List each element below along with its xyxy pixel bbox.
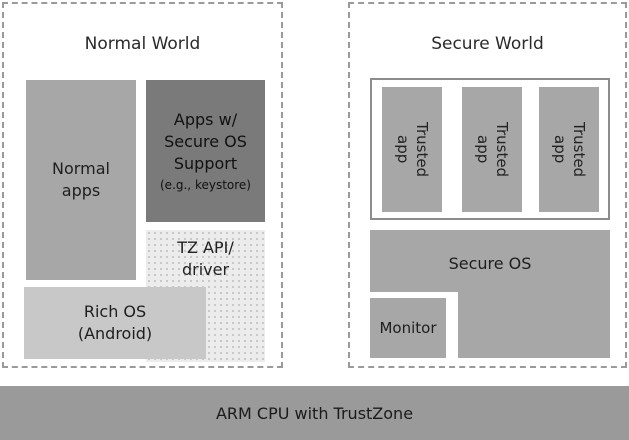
arm-cpu-bar: ARM CPU with TrustZone (0, 386, 629, 440)
monitor-block: Monitor (370, 298, 446, 358)
trusted-app-1: Trusted app (382, 87, 442, 212)
trusted-app-3-label: Trusted app (551, 121, 588, 178)
rich-os-label: Rich OS (Android) (77, 302, 153, 343)
rich-os-block: Rich OS (Android) (24, 287, 206, 359)
normal-apps-block: Normal apps (26, 80, 136, 280)
secure-os-support-apps-example: (e.g., keystore) (160, 178, 251, 192)
secure-world-title: Secure World (431, 34, 544, 54)
trusted-app-2-label: Trusted app (474, 121, 511, 178)
secure-os-support-apps-block: Apps w/ Secure OS Support (e.g., keystor… (146, 80, 265, 222)
monitor-label: Monitor (379, 319, 437, 337)
arm-cpu-label: ARM CPU with TrustZone (215, 403, 414, 423)
normal-apps-label: Normal apps (52, 159, 110, 200)
tz-api-driver-label: TZ API/ driver (177, 238, 234, 279)
trusted-app-1-label: Trusted app (394, 121, 431, 178)
secure-os-block-lower (458, 292, 610, 358)
normal-world-title: Normal World (84, 34, 201, 54)
trusted-app-2: Trusted app (462, 87, 522, 212)
secure-os-support-apps-label: Apps w/ Secure OS Support (164, 110, 247, 173)
secure-os-block (370, 230, 610, 292)
secure-os-label: Secure OS (448, 254, 532, 273)
trusted-app-3: Trusted app (539, 87, 599, 212)
